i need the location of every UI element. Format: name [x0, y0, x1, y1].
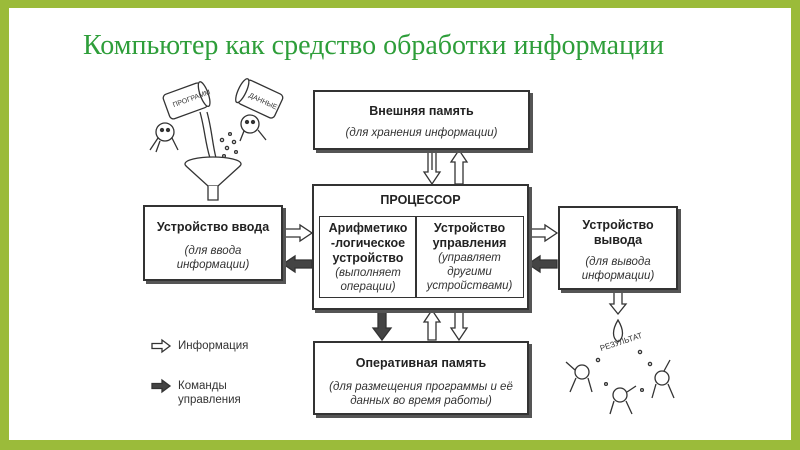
ram-subtitle-line-2: данных во время работы) [350, 395, 492, 407]
slide-title: Компьютер как средство обработки информа… [83, 30, 665, 61]
output-illustration: РЕЗУЛЬТАТ [565, 318, 675, 415]
ram-box: Оперативная память (для размещения прогр… [313, 341, 529, 415]
arrow-proc-to-input [281, 254, 313, 274]
output-device-title-line-1: Устройство [582, 218, 654, 232]
arrow-input-to-proc [282, 223, 314, 243]
input-illustration: ПРОГРАММ ДАННЫЕ [149, 78, 284, 201]
input-device-title: Устройство ввода [156, 220, 270, 234]
processor-alu-box: Арифметико -логическое устройство (выпол… [319, 216, 417, 298]
legend-information-arrow [151, 339, 171, 353]
external-memory-box: Внешняя память (для хранения информации) [313, 90, 530, 150]
control-title-line-1: Устройство [433, 221, 506, 235]
legend-information-label: Информация [178, 340, 249, 352]
legend-commands-label-line-1: Команды [178, 380, 227, 392]
ram-subtitle-line-1: (для размещения программы и её [329, 381, 513, 393]
arrow-proc-to-output [527, 223, 559, 243]
ram-title: Оперативная память [355, 356, 487, 370]
arrow-output-result [608, 291, 628, 316]
output-device-box: Устройство вывода (для вывода информации… [558, 206, 678, 290]
output-device-subtitle-line-1: (для вывода [585, 256, 651, 268]
arrow-ram-to-proc [422, 308, 442, 341]
control-subtitle-line-1: (управляет [438, 252, 501, 264]
control-subtitle-line-2: другими [447, 266, 492, 278]
external-memory-subtitle: (для хранения информации) [345, 127, 498, 139]
output-device-title-line-2: вывода [593, 233, 643, 247]
alu-subtitle-line-2: операции) [340, 281, 396, 293]
processor-box: ПРОЦЕССОР Арифметико -логическое устройс… [312, 184, 529, 310]
input-device-subtitle-line-2: информации) [176, 259, 250, 271]
processor-title: ПРОЦЕССОР [380, 193, 461, 207]
input-device-subtitle-line-1: (для ввода [184, 245, 242, 257]
arrow-proc-to-ram [449, 309, 469, 342]
alu-title-line-1: Арифметико [328, 221, 408, 235]
control-subtitle-line-3: устройствами) [426, 280, 513, 292]
output-device-subtitle-line-2: информации) [581, 270, 655, 282]
arrow-proc-to-extmem [449, 148, 469, 185]
alu-title-line-3: устройство [332, 251, 404, 265]
processor-control-box: Устройство управления (управляет другими… [415, 216, 524, 298]
alu-title-line-2: -логическое [330, 236, 406, 250]
legend-commands-label-line-2: управления [178, 394, 241, 406]
alu-subtitle-line-1: (выполняет [335, 267, 401, 279]
input-device-box: Устройство ввода (для ввода информации) [143, 205, 283, 281]
arrow-control-to-ram [371, 309, 393, 342]
arrow-output-to-proc [526, 254, 558, 274]
legend-commands-arrow [151, 379, 171, 393]
external-memory-title: Внешняя память [369, 104, 474, 118]
control-title-line-2: управления [432, 236, 507, 250]
